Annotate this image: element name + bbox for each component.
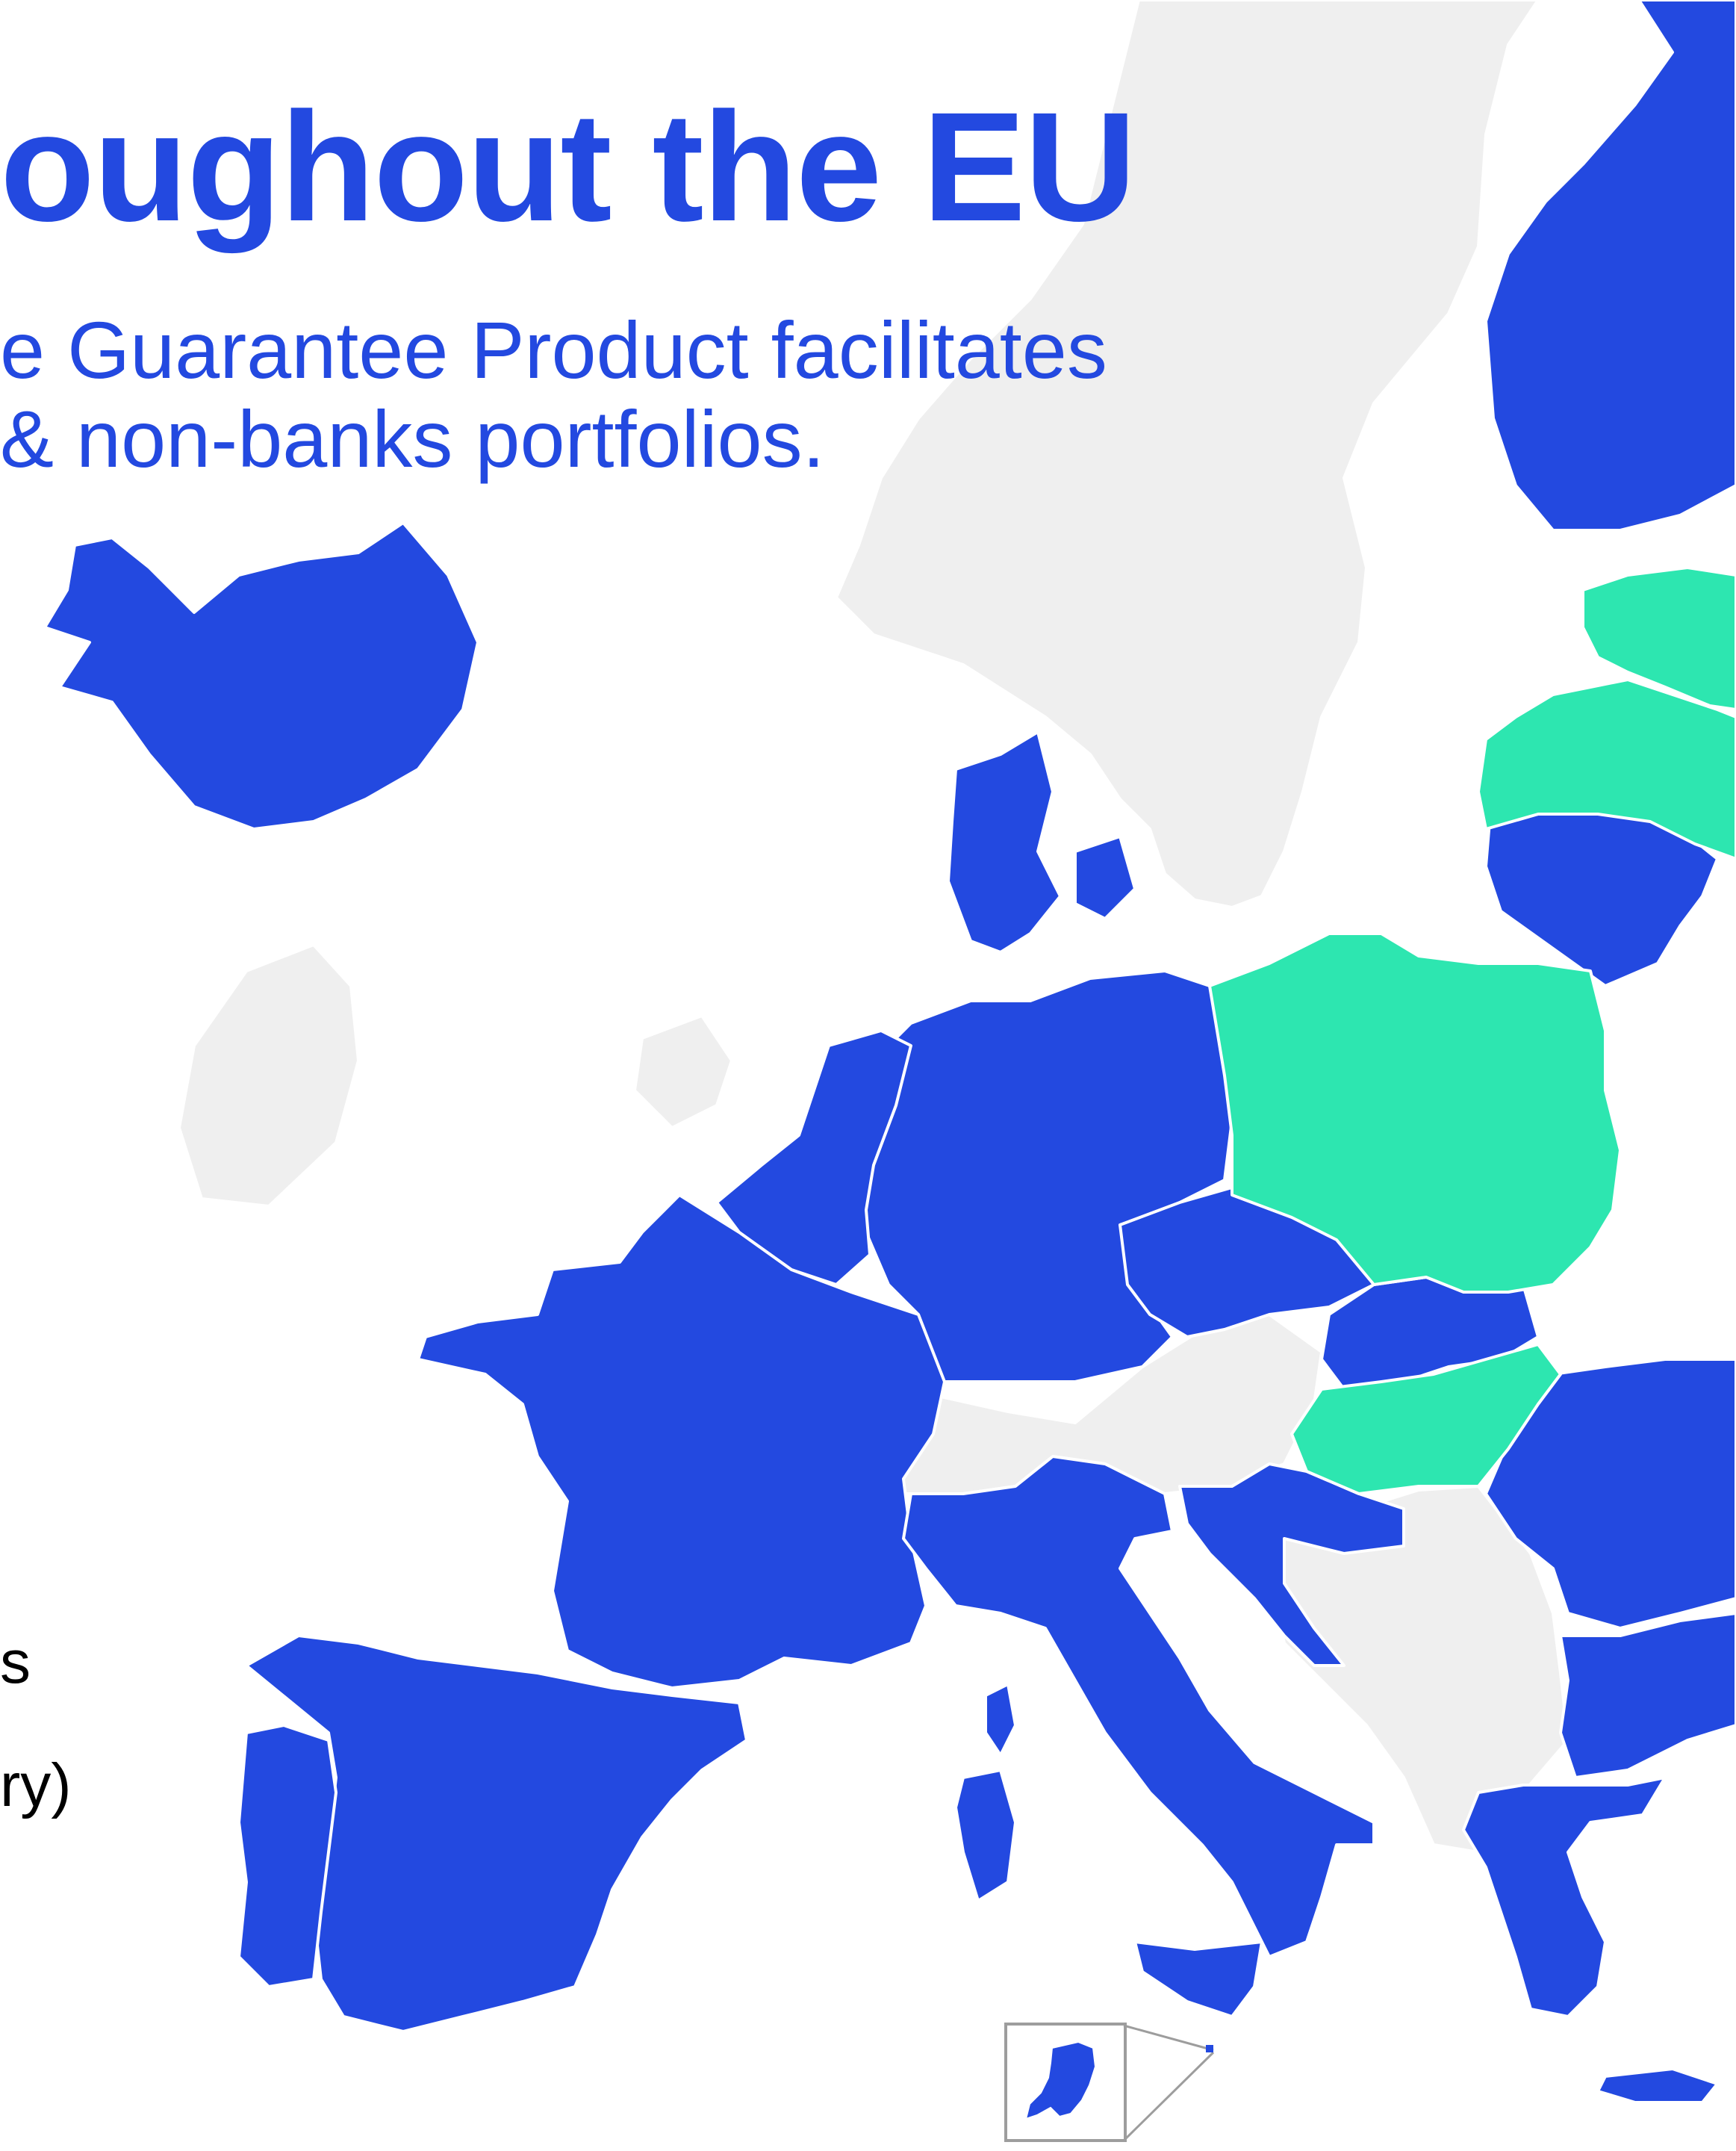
subtitle-line-1: e Guarantee Product facilitates (0, 305, 1107, 395)
country-corsica (984, 1683, 1017, 1757)
country-denmark (947, 730, 1062, 954)
country-france (417, 1194, 946, 1689)
country-croatia (1178, 1462, 1405, 1667)
country-portugal (237, 1724, 337, 1988)
country-benelux (715, 1029, 912, 1286)
inset-netherlands-shape (1024, 2040, 1097, 2120)
country-norway-sweden (835, 0, 1540, 909)
page-title: oughout the EU (0, 81, 1136, 254)
country-bulgaria (1559, 1612, 1736, 1779)
legend-fragment-2: ry) (0, 1751, 72, 1819)
country-sardinia (954, 1769, 1017, 1902)
legend-fragment-1: s (0, 1628, 31, 1696)
country-denmark-islands (1074, 835, 1136, 920)
country-poland (1208, 932, 1622, 1294)
netherlands-inset-box (1004, 2023, 1127, 2142)
subtitle-line-2: & non-banks portfolios. (0, 393, 825, 484)
country-hungary (1290, 1343, 1562, 1495)
country-crete (1596, 2067, 1719, 2104)
country-uk (633, 1014, 733, 1129)
country-finland (1484, 0, 1736, 532)
netherlands-inset-map (1024, 2040, 1097, 2120)
country-latvia (1477, 678, 1736, 860)
country-italy (902, 1455, 1375, 1958)
country-iceland (43, 521, 479, 831)
country-ireland (178, 943, 360, 1208)
country-sicily (1133, 1940, 1263, 2018)
country-greece (1462, 1776, 1667, 2018)
page-subtitle: e Guarantee Product facilitates & non-ba… (0, 305, 1107, 484)
